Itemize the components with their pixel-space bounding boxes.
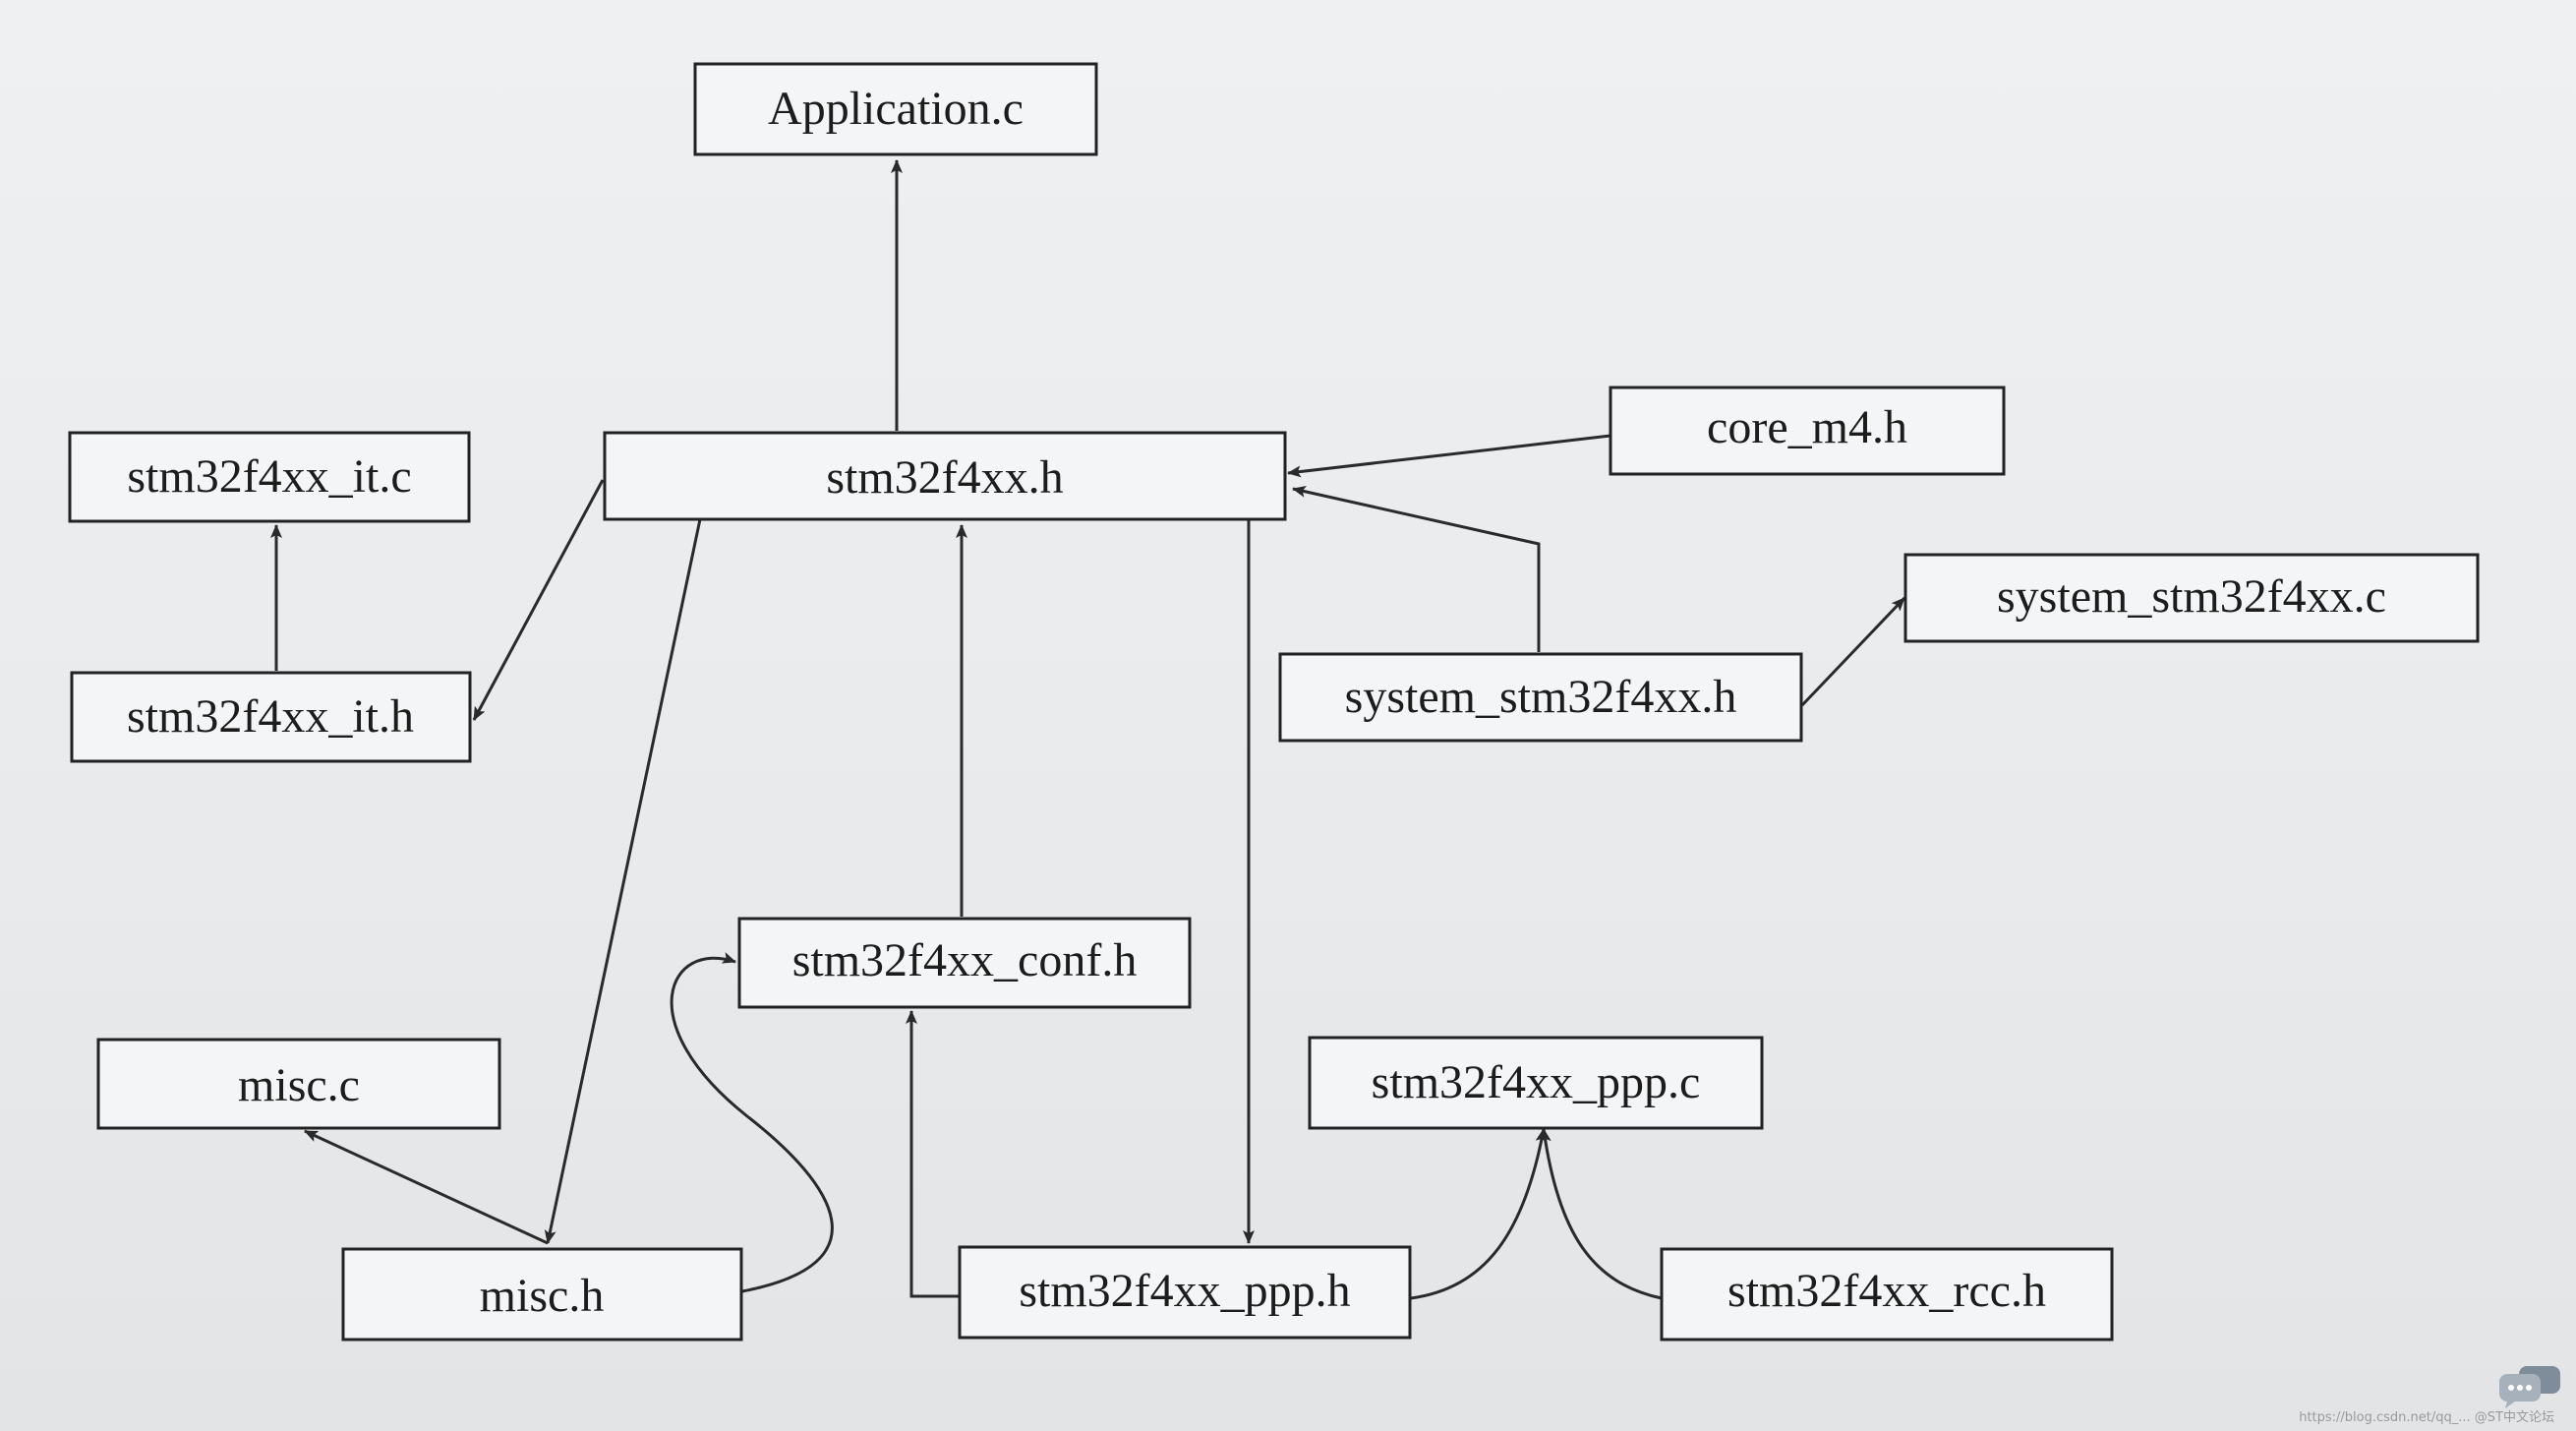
edge-misc-h-to-conf-h [670, 952, 834, 1293]
node-label-stm32f4xx-ppp-h: stm32f4xx_ppp.h [1019, 1265, 1350, 1317]
node-label-stm32f4xx-conf-h: stm32f4xx_conf.h [792, 934, 1138, 986]
watermark-text: https://blog.csdn.net/qq_... @ST中文论坛 [2299, 1410, 2554, 1425]
node-label-stm32f4xx-h: stm32f4xx.h [826, 451, 1063, 504]
node-stm32f4xx-ppp-c: stm32f4xx_ppp.c [1308, 1036, 1764, 1130]
node-label-application-c: Application.c [768, 83, 1024, 135]
edge-stm32f4xx-h-to-it-h [472, 479, 605, 721]
node-label-core-m4-h: core_m4.h [1707, 401, 1907, 453]
node-label-system-stm32f4xx-h: system_stm32f4xx.h [1345, 671, 1737, 723]
edge-stm32f4xx-h-to-misc-h [544, 518, 702, 1244]
node-core-m4-h: core_m4.h [1609, 386, 2006, 476]
node-layer: Application.c stm32f4xx_it.c stm32f4xx.h… [68, 62, 2480, 1342]
node-stm32f4xx-conf-h: stm32f4xx_conf.h [737, 917, 1192, 1009]
node-label-system-stm32f4xx-c: system_stm32f4xx.c [1997, 570, 2386, 623]
node-stm32f4xx-ppp-h: stm32f4xx_ppp.h [958, 1245, 1412, 1340]
node-misc-c: misc.c [96, 1038, 501, 1130]
node-label-stm32f4xx-rcc-h: stm32f4xx_rcc.h [1727, 1265, 2046, 1317]
edge-misc-h-to-misc-c [304, 1129, 549, 1245]
node-stm32f4xx-rcc-h: stm32f4xx_rcc.h [1660, 1247, 2114, 1342]
chat-bubble-icon [2499, 1366, 2560, 1408]
node-label-misc-h: misc.h [480, 1270, 605, 1322]
edge-core-m4-h-to-stm32f4xx-h [1287, 434, 1611, 478]
node-label-stm32f4xx-it-c: stm32f4xx_it.c [127, 450, 411, 503]
edge-system-h-to-stm32f4xx-h [1292, 485, 1541, 652]
node-stm32f4xx-it-h: stm32f4xx_it.h [70, 671, 472, 763]
node-label-stm32f4xx-it-h: stm32f4xx_it.h [127, 690, 414, 743]
node-stm32f4xx-it-c: stm32f4xx_it.c [68, 431, 471, 523]
edge-rcc-h-to-ppp-c [1539, 1128, 1663, 1300]
edge-system-h-to-system-c [1800, 596, 1906, 707]
edge-layer [270, 159, 1906, 1300]
edge-ppp-h-to-ppp-c [1410, 1128, 1548, 1300]
node-stm32f4xx-h: stm32f4xx.h [603, 431, 1287, 521]
node-label-stm32f4xx-ppp-c: stm32f4xx_ppp.c [1372, 1056, 1701, 1108]
node-system-stm32f4xx-c: system_stm32f4xx.c [1903, 553, 2480, 643]
edge-ppp-h-to-conf-h [906, 1010, 959, 1298]
node-label-misc-c: misc.c [238, 1059, 360, 1111]
node-application-c: Application.c [693, 62, 1098, 156]
node-system-stm32f4xx-h: system_stm32f4xx.h [1278, 652, 1803, 743]
node-misc-h: misc.h [341, 1247, 743, 1342]
